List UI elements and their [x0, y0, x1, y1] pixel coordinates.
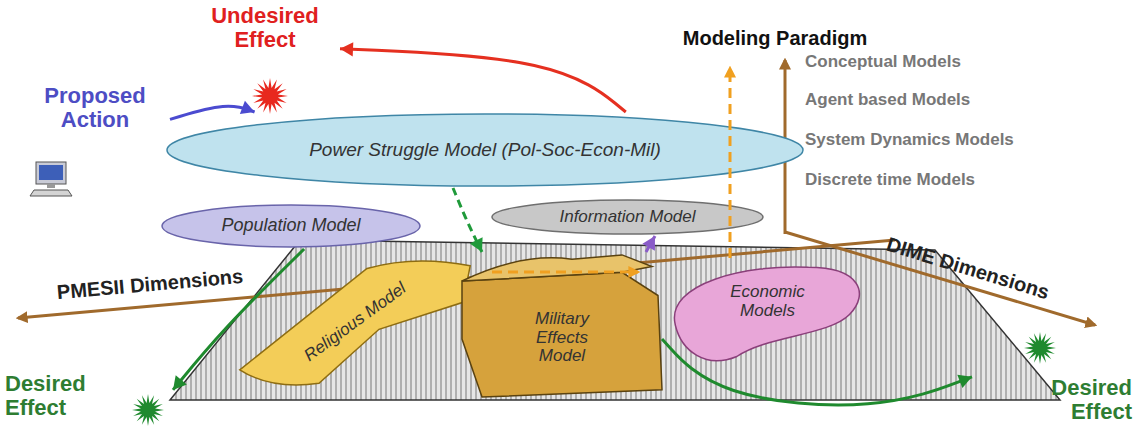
- node-label: Proposed Action: [30, 84, 160, 132]
- axis-tick-label: Agent based Models: [805, 91, 970, 110]
- axis-tick-label: Discrete time Models: [805, 171, 975, 190]
- arrowhead: [240, 101, 255, 114]
- node-label: Military Effects Model: [515, 310, 610, 366]
- dashed-arrow: [492, 271, 638, 274]
- model-blob: Economic Models: [665, 262, 870, 367]
- ellipse-outline: [167, 114, 803, 186]
- effect-burst: Desired Effect: [5, 358, 173, 434]
- blob-outline: [674, 267, 859, 361]
- node-label: Undesired Effect: [200, 4, 330, 52]
- connector-line: [340, 49, 626, 112]
- arrowhead: [957, 375, 972, 388]
- effect-burst: Desired Effect: [972, 330, 1137, 434]
- node-label: Population Model: [221, 216, 360, 236]
- axis-tick-label: System Dynamics Models: [805, 131, 1014, 150]
- connector: [170, 101, 255, 120]
- node-label: Power Struggle Model (Pol-Soc-Econ-Mil): [309, 140, 661, 161]
- connector-line: [170, 106, 255, 119]
- model-box: Military Effects Model: [462, 252, 662, 397]
- arrowhead: [642, 236, 655, 251]
- axis-title: PMESII Dimensions: [56, 265, 244, 303]
- model-ellipse: Information Model: [490, 198, 765, 236]
- axis-tick-label: Conceptual Models: [805, 53, 961, 72]
- model-ellipse: Power Struggle Model (Pol-Soc-Econ-Mil): [165, 112, 805, 188]
- model-blob: Religious Model: [235, 255, 475, 390]
- connector: [662, 339, 972, 405]
- node-label: Desired Effect: [5, 372, 125, 420]
- computer-icon: [30, 162, 72, 196]
- connector-line: [453, 188, 482, 252]
- ellipse-outline: [162, 205, 420, 247]
- axis-title: DIME Dimensions: [884, 233, 1052, 303]
- arrowhead: [470, 237, 483, 252]
- blob-outline: [240, 261, 470, 385]
- box-top: [462, 255, 652, 281]
- effect-burst: Undesired Effect: [190, 4, 340, 116]
- axis-title: Modeling Paradigm: [683, 27, 867, 49]
- starburst: [1024, 332, 1056, 364]
- box-front: [462, 272, 662, 397]
- ellipse-outline: [492, 200, 763, 234]
- arrowhead: [340, 42, 353, 56]
- node-label: Desired Effect: [1012, 376, 1132, 424]
- node-label: Economic Models: [718, 283, 818, 320]
- node-label: Information Model: [559, 208, 695, 227]
- action-source: Proposed Action: [20, 84, 170, 202]
- connector-line: [646, 236, 655, 252]
- dashed-arrow: [729, 68, 732, 258]
- node-label: Religious Model: [301, 279, 410, 365]
- connector-line: [662, 339, 972, 405]
- starburst: [252, 78, 288, 114]
- model-ellipse: Population Model: [160, 203, 422, 249]
- connector: [642, 236, 655, 252]
- starburst: [132, 394, 164, 426]
- arrowhead: [173, 375, 187, 390]
- connector: [453, 188, 483, 252]
- connector: [340, 42, 626, 112]
